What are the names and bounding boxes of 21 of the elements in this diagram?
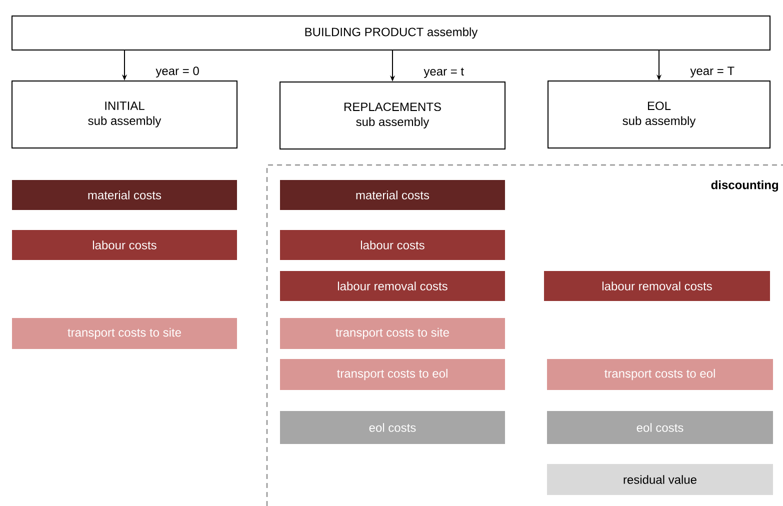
sub-assembly-box: EOL sub assembly (548, 80, 770, 148)
cost-bar: labour costs (280, 230, 505, 260)
cost-bar: material costs (280, 180, 505, 210)
cost-bar: transport costs to eol (280, 359, 505, 390)
sub-assembly-box: INITIAL sub assembly (12, 80, 238, 148)
cost-bar: transport costs to eol (547, 359, 773, 390)
cost-bar: labour costs (12, 230, 237, 260)
cost-bar: labour removal costs (280, 271, 505, 301)
edge-label: year = t (424, 68, 464, 78)
cost-bar: transport costs to site (12, 318, 237, 349)
cost-bar: material costs (12, 180, 237, 210)
cost-bar: eol costs (547, 411, 773, 444)
edge-label: year = 0 (156, 66, 199, 78)
cost-bar: transport costs to site (280, 318, 505, 349)
edge-label: year = T (690, 66, 734, 78)
cost-bar: eol costs (280, 411, 505, 444)
cost-bar: residual value (547, 464, 773, 495)
cost-bar: labour removal costs (544, 271, 770, 301)
region-label: discounting (711, 180, 778, 192)
sub-assembly-box: REPLACEMENTS sub assembly (280, 82, 506, 150)
assembly-box: BUILDING PRODUCT assembly (12, 16, 770, 50)
